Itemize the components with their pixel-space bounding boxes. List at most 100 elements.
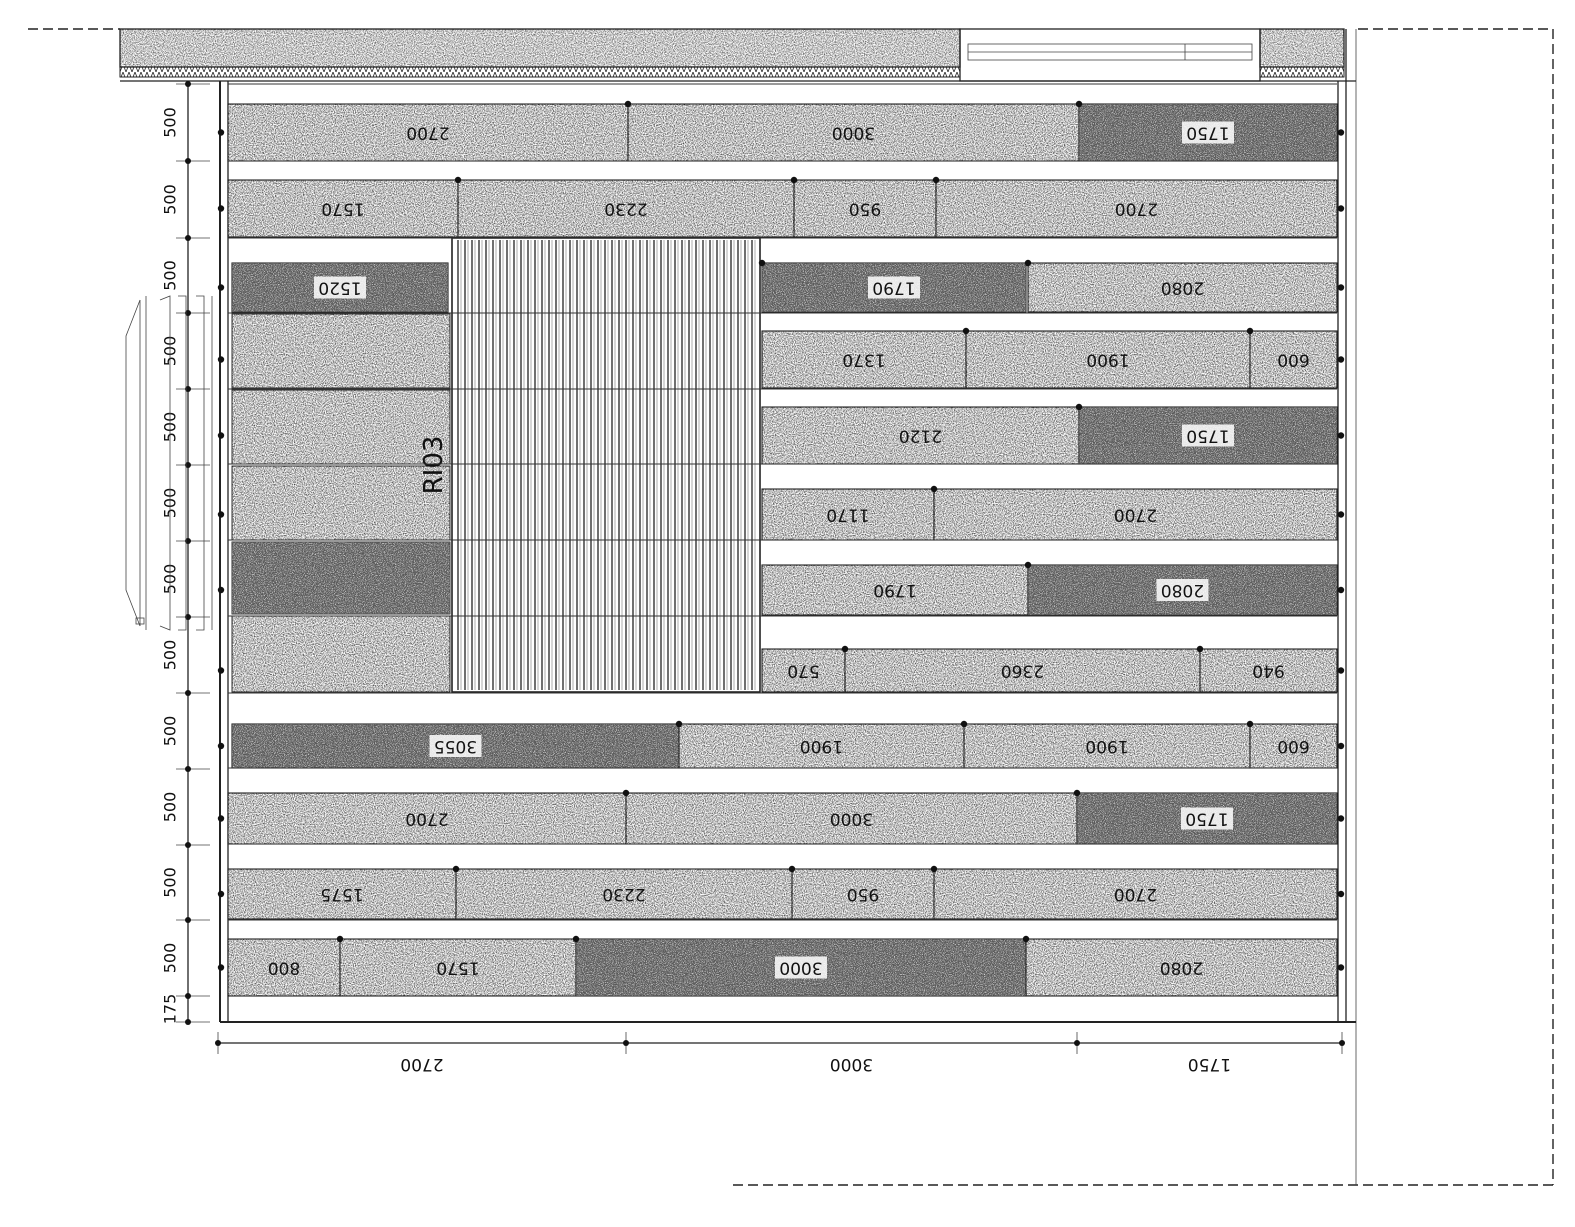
stone-piece: 600: [1249, 723, 1338, 769]
dimension-dot: [185, 1019, 191, 1025]
bottom-dimension-label: 2700: [400, 1054, 443, 1074]
piece-length-label: 1570: [436, 958, 479, 978]
edge-dot: [217, 667, 225, 674]
stone-piece: 2230: [457, 179, 795, 238]
stone-piece: 3055: [231, 723, 680, 769]
left-dimension-label: 500: [161, 640, 180, 671]
piece-length-label: 3000: [830, 809, 873, 829]
edge-dot: [217, 432, 225, 439]
edge-dot: [217, 964, 225, 971]
dimension-dot: [1074, 1040, 1080, 1046]
joint-dot: [1075, 100, 1083, 108]
edge-dot: [1337, 815, 1345, 822]
piece-length-label: 940: [1252, 661, 1284, 681]
left-dimension-label: 500: [161, 184, 180, 215]
left-dimension-label: 500: [161, 943, 180, 974]
joint-dot: [960, 720, 968, 728]
dimension-dot: [185, 538, 191, 544]
joint-dot: [758, 259, 766, 267]
joint-dot: [622, 789, 630, 797]
joint-dot: [675, 720, 683, 728]
bottom-dimension-label: 1750: [1188, 1054, 1231, 1074]
stone-piece: 1900: [678, 723, 965, 769]
stone-piece: 1570: [227, 179, 459, 238]
stone-piece: 2700: [227, 792, 627, 845]
left-dimension-label: 500: [161, 792, 180, 823]
edge-dot: [1337, 129, 1345, 136]
stone-piece: 2700: [227, 103, 629, 162]
piece-length-label: 1370: [842, 350, 885, 370]
dimension-dot: [185, 766, 191, 772]
stone-piece: 1790: [761, 262, 1027, 313]
joint-dot: [962, 327, 970, 335]
stone-piece: 1750: [1078, 103, 1338, 162]
left-dimension-label: 500: [161, 716, 180, 747]
stone-piece: 1575: [227, 868, 457, 920]
dimension-dot: [185, 386, 191, 392]
piece-length-label: 2700: [405, 809, 448, 829]
stone-piece: 2700: [933, 868, 1338, 920]
stone-piece: 2700: [933, 488, 1338, 541]
edge-dot: [1337, 890, 1345, 898]
joint-dot: [1196, 645, 1204, 653]
piece-length-label: 2080: [1161, 580, 1204, 600]
joint-dot: [572, 935, 580, 943]
left-dimension-label: 500: [161, 107, 180, 138]
top-cap: [119, 28, 1356, 82]
left-dimension-label: 500: [161, 260, 180, 291]
joint-dot: [932, 176, 940, 184]
joint-dot: [336, 935, 344, 943]
left-blocks: [231, 313, 451, 693]
stone-piece: 1790: [761, 564, 1029, 616]
edge-dot: [1337, 205, 1345, 212]
stone-piece: 2700: [935, 179, 1338, 238]
edge-dot: [217, 356, 225, 363]
piece-length-label: 1170: [826, 505, 869, 525]
dimension-dot: [1339, 1040, 1345, 1046]
joint-dot: [841, 645, 849, 653]
joint-dot: [1075, 403, 1083, 411]
stone-piece: 570: [761, 648, 846, 693]
dimension-dot: [185, 917, 191, 923]
joint-dot: [930, 485, 938, 493]
piece-length-label: 2700: [406, 123, 449, 143]
edge-dot: [1337, 511, 1345, 518]
joint-dot: [454, 176, 462, 184]
stone-piece: 2080: [1027, 262, 1338, 313]
joint-dot: [1024, 561, 1032, 569]
piece-length-label: 800: [268, 958, 300, 978]
stone-piece: 800: [227, 938, 341, 997]
piece-length-label: 1750: [1186, 426, 1229, 446]
stone-piece: 1170: [761, 488, 935, 541]
joint-dot: [1246, 720, 1254, 728]
piece-length-label: 2080: [1161, 278, 1204, 298]
piece-length-label: 2360: [1001, 661, 1044, 681]
piece-length-label: 1570: [321, 199, 364, 219]
edge-dot: [217, 586, 225, 594]
edge-dot: [1337, 586, 1345, 594]
piece-length-label: 2230: [604, 199, 647, 219]
piece-length-label: 1900: [800, 736, 843, 756]
edge-dot: [1337, 742, 1345, 750]
piece-length-label: 1790: [872, 278, 915, 298]
stone-piece: 1750: [1078, 406, 1338, 465]
stone-piece: 2080: [1025, 938, 1338, 997]
piece-length-label: 3055: [434, 736, 477, 756]
piece-length-label: 3000: [779, 958, 822, 978]
stone-piece: 950: [793, 179, 937, 238]
piece-length-label: 2700: [1115, 199, 1158, 219]
stone-piece: 950: [791, 868, 935, 920]
stone-piece: 1520: [231, 262, 449, 313]
piece-length-label: 1575: [320, 884, 363, 904]
dimension-dot: [185, 690, 191, 696]
dimension-dot: [215, 1040, 221, 1046]
dimension-dot: [185, 310, 191, 316]
edge-dot: [217, 511, 225, 518]
stone-piece: 2360: [844, 648, 1201, 693]
joint-dot: [790, 176, 798, 184]
stone-piece: 2080: [1027, 564, 1338, 616]
edge-dot: [1337, 356, 1345, 363]
